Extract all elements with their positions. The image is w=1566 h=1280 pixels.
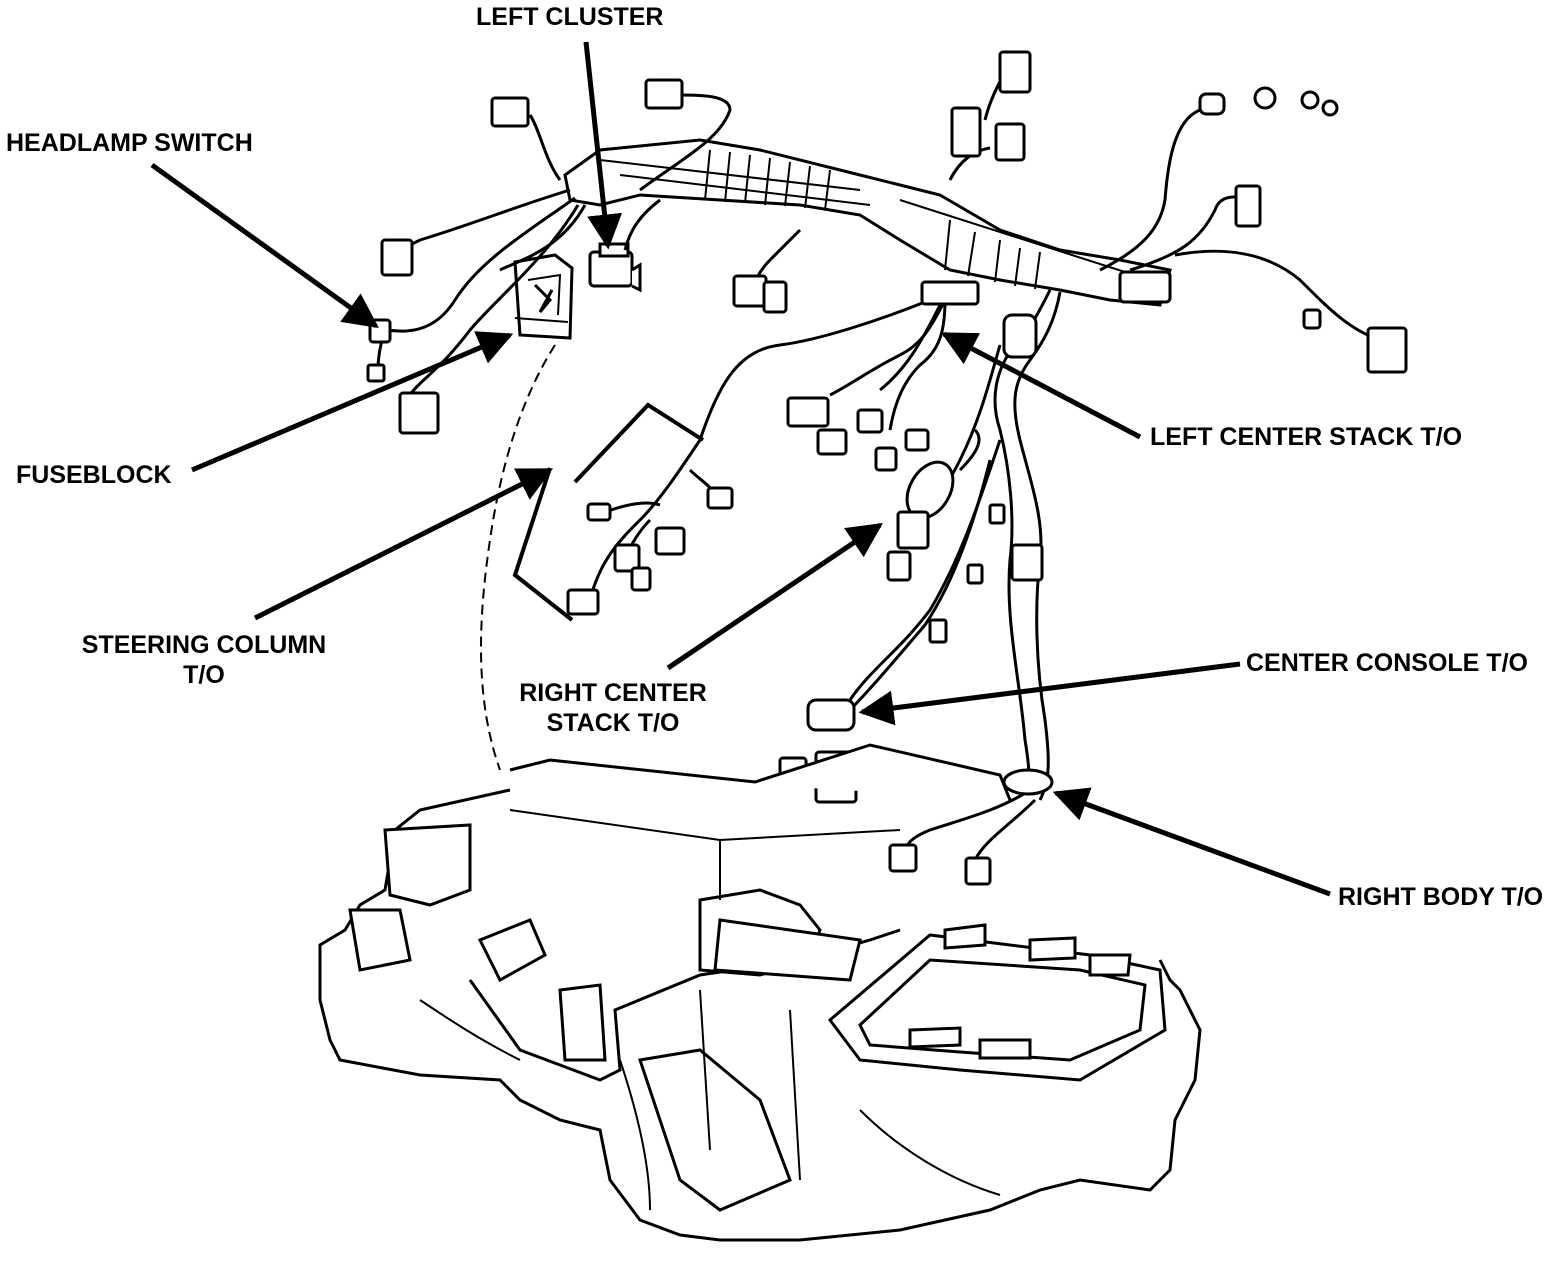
- label-right-body: RIGHT BODY T/O: [1338, 883, 1544, 911]
- fuseblock-component: [513, 253, 574, 340]
- label-steering-column-line1: STEERING COLUMN: [81, 631, 327, 659]
- label-steering-column-line2: T/O: [183, 661, 225, 689]
- arrow-right-center-stack: [666, 522, 883, 671]
- left-connectors: [366, 78, 684, 435]
- label-right-center-stack-line1: RIGHT CENTER: [519, 679, 707, 707]
- main-harness-trunk: [563, 138, 1172, 307]
- right-connectors: [732, 50, 1408, 886]
- arrow-headlamp-switch: [150, 162, 379, 329]
- floor-pan-body: [318, 743, 1202, 1242]
- label-left-cluster: LEFT CLUSTER: [476, 3, 664, 31]
- label-right-center-stack-line2: STACK T/O: [546, 709, 680, 737]
- steering-column-connectors: [566, 486, 734, 616]
- label-right-center-stack: RIGHT CENTER STACK T/O: [508, 678, 718, 738]
- arrow-fuseblock: [191, 331, 514, 473]
- label-left-center-stack: LEFT CENTER STACK T/O: [1150, 423, 1463, 451]
- right-wire-runs: [750, 64, 1381, 861]
- arrow-right-body: [1052, 787, 1331, 897]
- right-center-stack-takeout: [886, 344, 1002, 582]
- floor-pan-details: [419, 809, 1001, 1211]
- steering-column-outline: [480, 344, 556, 771]
- left-wire-runs: [376, 93, 732, 396]
- arrow-steering-column: [253, 467, 554, 621]
- left-center-stack-connectors: [786, 280, 980, 472]
- label-headlamp-switch: HEADLAMP SWITCH: [6, 129, 253, 157]
- steering-column-bracket: [512, 402, 705, 622]
- left-cluster-connector: [588, 242, 642, 293]
- arrow-left-cluster: [583, 41, 623, 250]
- label-center-console: CENTER CONSOLE T/O: [1246, 649, 1528, 677]
- label-steering-column: STEERING COLUMN T/O: [70, 630, 338, 690]
- arrow-left-center-stack: [940, 331, 1142, 440]
- left-center-stack-takeout: [698, 298, 947, 441]
- label-fuseblock: FUSEBLOCK: [16, 461, 172, 489]
- arrow-center-console: [858, 661, 1241, 726]
- leader-arrows: [150, 41, 1331, 897]
